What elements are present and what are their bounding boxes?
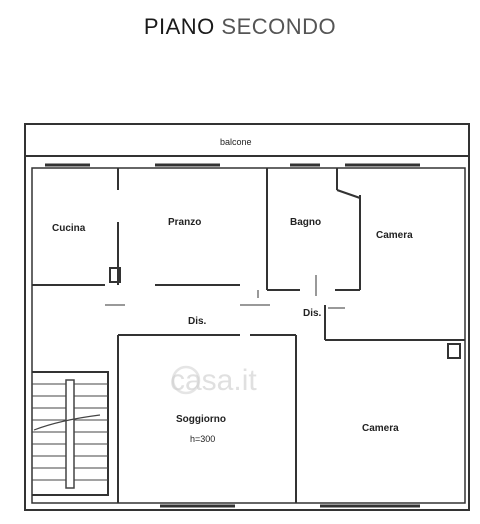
label-hall-right: Dis. xyxy=(303,308,322,319)
plan-title: PIANO SECONDO xyxy=(0,14,480,40)
bath-door-swing xyxy=(336,189,361,199)
kitchen-pillar xyxy=(109,267,121,283)
label-living-height: h=300 xyxy=(190,434,215,444)
label-bedroom-top: Camera xyxy=(376,230,413,241)
door-markers xyxy=(105,275,345,309)
title-word-secondo: SECONDO xyxy=(221,14,337,39)
label-dining: Pranzo xyxy=(168,217,201,228)
label-bathroom: Bagno xyxy=(290,217,321,228)
watermark-house-icon xyxy=(171,365,201,395)
inner-wall xyxy=(31,167,466,504)
walls xyxy=(24,123,470,511)
label-hall-left: Dis. xyxy=(188,316,207,327)
outer-wall xyxy=(24,156,470,511)
bedroom-pillar xyxy=(447,343,461,359)
balcony-outline xyxy=(24,123,470,157)
label-bedroom-bottom: Camera xyxy=(362,423,399,434)
label-kitchen: Cucina xyxy=(52,223,86,234)
label-balcony: balcone xyxy=(220,137,252,147)
label-living: Soggiorno xyxy=(176,414,226,425)
title-word-piano: PIANO xyxy=(143,14,215,39)
staircase xyxy=(32,379,108,489)
watermark-text: casa.it xyxy=(170,364,257,397)
stair-enclosure xyxy=(32,371,109,496)
windows xyxy=(45,163,420,508)
